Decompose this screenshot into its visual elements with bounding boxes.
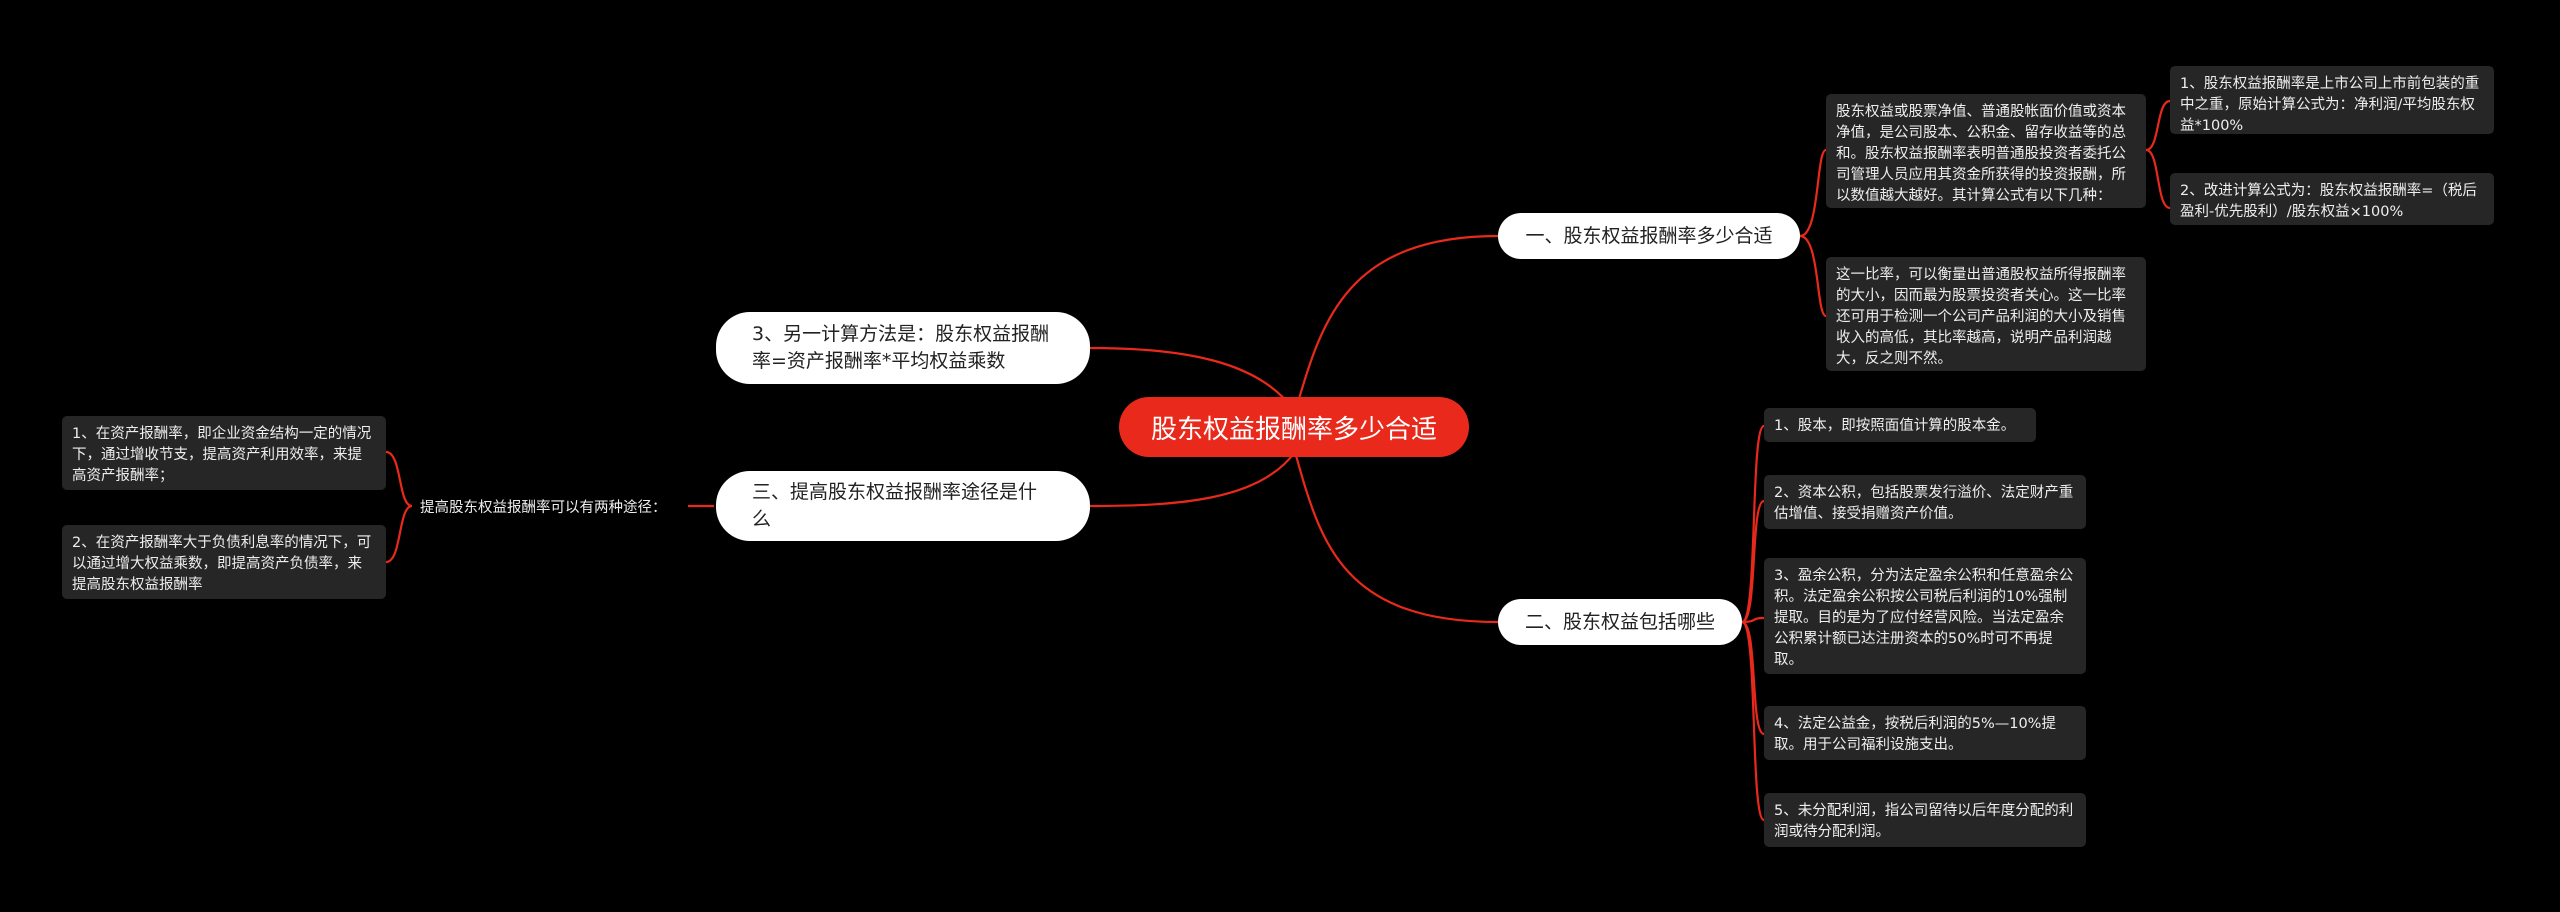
formula-note-2[interactable]: 2、改进计算公式为：股东权益报酬率=（税后盈利-优先股利）/股东权益×100% (2170, 173, 2494, 225)
equity-item-5[interactable]: 5、未分配利润，指公司留待以后年度分配的利润或待分配利润。 (1764, 793, 2086, 847)
branch-node-3[interactable]: 3、另一计算方法是：股东权益报酬率=资产报酬率*平均权益乘数 (716, 312, 1090, 384)
equity-item-3[interactable]: 3、盈余公积，分为法定盈余公积和任意盈余公积。法定盈余公积按公司税后利润的10%… (1764, 558, 2086, 674)
equity-item-2[interactable]: 2、资本公积，包括股票发行溢价、法定财产重估增值、接受捐赠资产价值。 (1764, 475, 2086, 529)
branch-node-2[interactable]: 二、股东权益包括哪些 (1498, 599, 1742, 645)
equity-item-4[interactable]: 4、法定公益金，按税后利润的5%—10%提取。用于公司福利设施支出。 (1764, 706, 2086, 760)
definition-note[interactable]: 股东权益或股票净值、普通股帐面价值或资本净值，是公司股本、公积金、留存收益等的总… (1826, 94, 2146, 208)
way-note-1[interactable]: 1、在资产报酬率，即企业资金结构一定的情况下，通过增收节支，提高资产利用效率，来… (62, 416, 386, 490)
ratio-note[interactable]: 这一比率，可以衡量出普通股权益所得报酬率的大小，因而最为股票投资者关心。这一比率… (1826, 257, 2146, 371)
root-node[interactable]: 股东权益报酬率多少合适 (1119, 397, 1469, 457)
way-note-2[interactable]: 2、在资产报酬率大于负债利息率的情况下，可以通过增大权益乘数，即提高资产负债率，… (62, 525, 386, 599)
formula-note-1[interactable]: 1、股东权益报酬率是上市公司上市前包装的重中之重，原始计算公式为：净利润/平均股… (2170, 66, 2494, 134)
branch-node-1[interactable]: 一、股东权益报酬率多少合适 (1498, 213, 1800, 259)
branch-node-4[interactable]: 三、提高股东权益报酬率途径是什么 (716, 471, 1090, 541)
equity-item-1[interactable]: 1、股本，即按照面值计算的股本金。 (1764, 408, 2036, 442)
ways-intro[interactable]: 提高股东权益报酬率可以有两种途径： (412, 492, 688, 522)
